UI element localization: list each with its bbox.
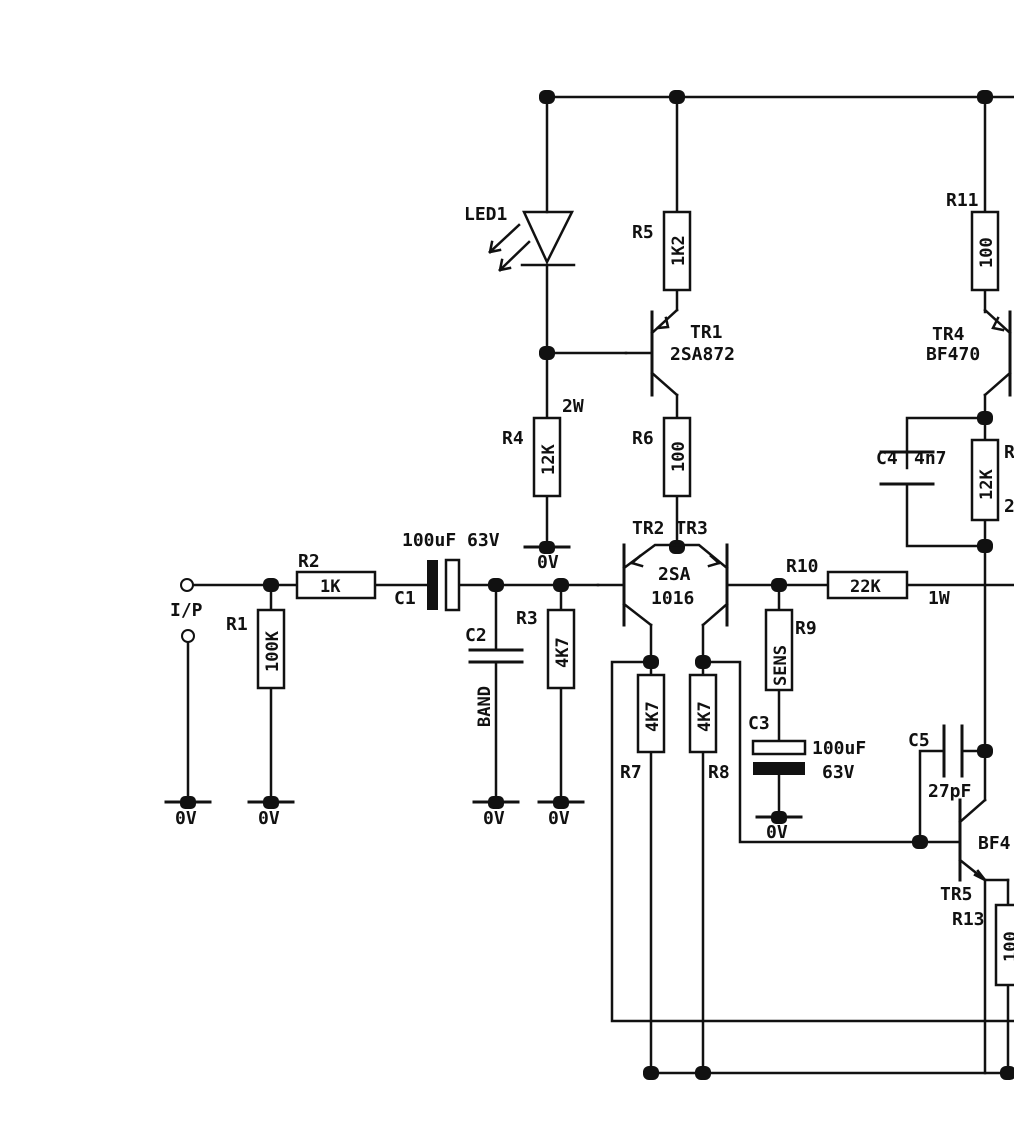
c1-label: C1 bbox=[394, 588, 416, 609]
r7-value: 4K7 bbox=[643, 701, 663, 732]
r3-value: 4K7 bbox=[553, 637, 573, 668]
input-label: I/P bbox=[170, 600, 203, 621]
capacitor-c3: C3 100uF 63V bbox=[748, 713, 866, 783]
ground-symbols: 0V 0V 0V 0V 0V 0V bbox=[164, 541, 803, 843]
resistor-r11: 100 R11 bbox=[946, 190, 1000, 292]
tr1-type: 2SA872 bbox=[670, 344, 735, 365]
resistor-r3: 4K7 R3 bbox=[516, 608, 576, 690]
r5-label: R5 bbox=[632, 222, 654, 243]
resistor-r4: 12K R4 2W bbox=[502, 396, 584, 498]
c1-value: 100uF 63V bbox=[402, 530, 500, 551]
ground-label: 0V bbox=[483, 808, 505, 829]
transistor-tr2-tr3: TR2 TR3 2SA 1016 bbox=[622, 518, 729, 627]
ground-label: 0V bbox=[175, 808, 197, 829]
transistor-tr4: TR4 BF470 bbox=[926, 308, 1012, 397]
r11-value: 100 bbox=[977, 237, 997, 268]
ground-r1: 0V bbox=[247, 796, 295, 829]
tr4-type: BF470 bbox=[926, 344, 980, 365]
resistor-r6: 100 R6 bbox=[632, 416, 692, 498]
tr4-label: TR4 bbox=[932, 324, 965, 345]
r8-label: R8 bbox=[708, 762, 730, 783]
cut-label-2: 2 bbox=[1004, 496, 1014, 517]
ground-label: 0V bbox=[766, 822, 788, 843]
resistor-r2: 1K R2 bbox=[295, 551, 377, 600]
ground-label: 0V bbox=[258, 808, 280, 829]
resistor-r1: 100K R1 bbox=[226, 608, 286, 690]
input-terminal: I/P bbox=[170, 578, 203, 643]
ground-r3: 0V bbox=[537, 796, 585, 829]
r2-value: 1K bbox=[320, 577, 341, 597]
r6-label: R6 bbox=[632, 428, 654, 449]
r4-label: R4 bbox=[502, 428, 524, 449]
r13-label: R13 bbox=[952, 909, 985, 930]
ground-label: 0V bbox=[548, 808, 570, 829]
r1-value: 100K bbox=[263, 630, 283, 672]
c3-label: C3 bbox=[748, 713, 770, 734]
resistor-r9: SENS R9 bbox=[764, 608, 817, 692]
resistor-r13: 100 R13 bbox=[952, 903, 1014, 987]
r2-label: R2 bbox=[298, 551, 320, 572]
c2-label: C2 bbox=[465, 625, 487, 646]
tr5-type: BF4 bbox=[978, 833, 1011, 854]
r4-power: 2W bbox=[562, 396, 584, 417]
r10-value: 22K bbox=[850, 577, 881, 597]
r5-value: 1K2 bbox=[669, 235, 689, 266]
ground-r4: 0V bbox=[523, 541, 571, 573]
r13-value: 100 bbox=[1001, 931, 1014, 962]
led1-label: LED1 bbox=[464, 204, 507, 225]
c5-label: C5 bbox=[908, 730, 930, 751]
resistor-r8: 4K7 R8 bbox=[688, 673, 730, 783]
transistor-tr5: BF4 TR5 bbox=[940, 798, 1011, 905]
capacitor-c1: C1 100uF 63V bbox=[394, 530, 500, 612]
junction-dots bbox=[263, 90, 1014, 1080]
transistor-tr1: TR1 2SA872 bbox=[650, 308, 735, 397]
resistor-r12: 12K R 2 bbox=[970, 438, 1014, 522]
c2-value: BAND bbox=[475, 686, 495, 727]
r12-value: 12K bbox=[977, 469, 997, 500]
tr5-label: TR5 bbox=[940, 884, 973, 905]
r9-label: R9 bbox=[795, 618, 817, 639]
r3-label: R3 bbox=[516, 608, 538, 629]
capacitor-c4: C4 4n7 bbox=[876, 448, 947, 486]
capacitor-c5: C5 27pF bbox=[908, 724, 971, 802]
tr2-tr3-type-1: 2SA bbox=[658, 564, 691, 585]
r7-label: R7 bbox=[620, 762, 642, 783]
ground-c3: 0V bbox=[755, 811, 803, 843]
r9-value: SENS bbox=[771, 645, 791, 686]
r1-label: R1 bbox=[226, 614, 248, 635]
c3-value-1: 100uF bbox=[812, 738, 866, 759]
capacitor-c2: C2 BAND bbox=[465, 625, 524, 727]
ground-c2: 0V bbox=[472, 796, 520, 829]
resistor-r5: 1K2 R5 bbox=[632, 210, 692, 292]
r11-label: R11 bbox=[946, 190, 979, 211]
resistor-r10: 22K R10 1W bbox=[786, 556, 950, 609]
ground-input: 0V bbox=[164, 796, 212, 829]
resistor-r7: 4K7 R7 bbox=[620, 673, 666, 783]
r10-power: 1W bbox=[928, 588, 950, 609]
led1: LED1 bbox=[464, 204, 576, 272]
cut-label-r: R bbox=[1004, 442, 1014, 463]
c5-value: 27pF bbox=[928, 781, 971, 802]
c4-label: C4 bbox=[876, 448, 898, 469]
r4-value: 12K bbox=[539, 444, 559, 475]
r6-value: 100 bbox=[669, 441, 689, 472]
tr2-tr3-type-2: 1016 bbox=[651, 588, 694, 609]
ground-label: 0V bbox=[537, 552, 559, 573]
tr2-tr3-label: TR2 TR3 bbox=[632, 518, 708, 539]
r8-value: 4K7 bbox=[695, 701, 715, 732]
c3-value-2: 63V bbox=[822, 762, 855, 783]
r10-label: R10 bbox=[786, 556, 819, 577]
tr1-label: TR1 bbox=[690, 322, 723, 343]
c4-value: 4n7 bbox=[914, 448, 947, 469]
